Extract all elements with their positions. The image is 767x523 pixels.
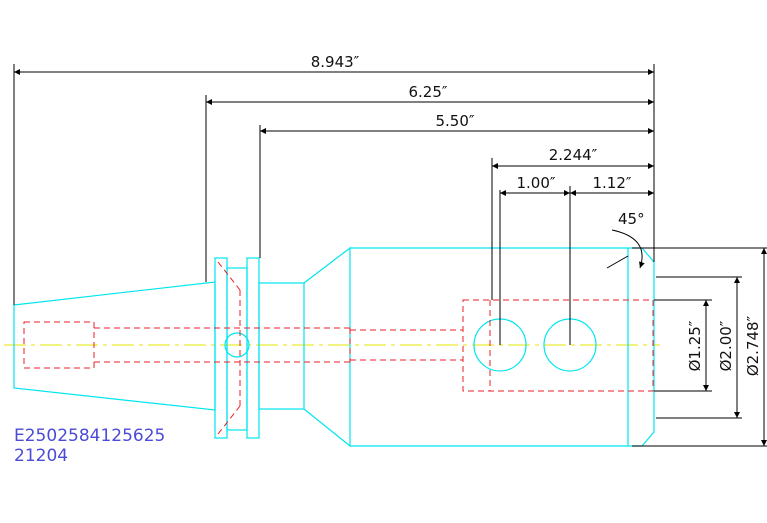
part-number: E2502584125625 21204 bbox=[14, 426, 165, 466]
dim-flange-to-end: 5.50″ bbox=[435, 112, 474, 130]
dim-inner-diameter: Ø2.00″ bbox=[717, 320, 735, 371]
dim-hole-to-end: 1.12″ bbox=[592, 174, 631, 192]
dim-chamfer-angle: 45° bbox=[618, 210, 645, 228]
dim-hole-span: 2.244″ bbox=[549, 146, 598, 164]
dimension-lines bbox=[13, 64, 767, 447]
dim-bore-diameter: Ø1.25″ bbox=[686, 320, 704, 371]
dim-overall-length: 8.943″ bbox=[311, 53, 360, 71]
part-number-line1: E2502584125625 bbox=[14, 426, 166, 446]
dim-outer-diameter: Ø2.748″ bbox=[744, 315, 762, 376]
dim-hole-pitch: 1.00″ bbox=[516, 174, 555, 192]
part-number-line2: 21204 bbox=[14, 446, 69, 466]
dim-gauge-to-end: 6.25″ bbox=[408, 83, 447, 101]
holder-outline bbox=[13, 246, 655, 448]
hidden-lines bbox=[23, 261, 654, 435]
